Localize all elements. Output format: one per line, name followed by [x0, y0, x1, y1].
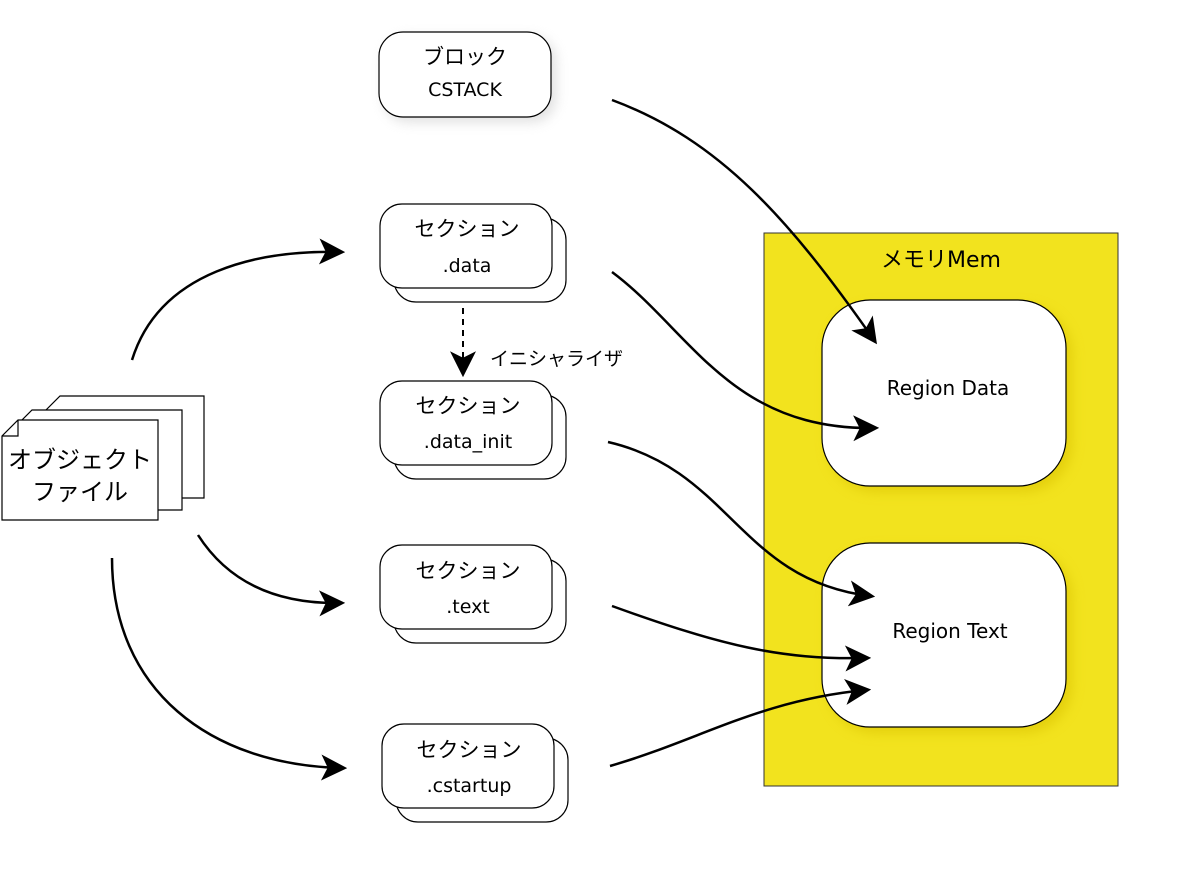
block-cstack: ブロック CSTACK: [378, 31, 556, 122]
section-text-title: セクション: [416, 559, 521, 583]
section-data-title: セクション: [415, 217, 520, 241]
section-cstartup-rect: [381, 723, 555, 809]
section-data-init-title: セクション: [416, 394, 521, 418]
arrow-cstack-to-region-data: [611, 98, 877, 345]
section-text-rect: [379, 544, 553, 630]
region-text-label: Region Text: [892, 619, 1007, 643]
region-data-label: Region Data: [887, 376, 1010, 400]
arrow-data-init-to-region-text: [607, 440, 876, 607]
region-text: Region Text: [821, 542, 1072, 733]
object-file-label-line1: オブジェクト: [8, 446, 152, 474]
arrow-objfile-to-text: [196, 534, 346, 617]
arrow-objfile-to-data: [130, 238, 346, 361]
block-cstack-rect: [378, 31, 552, 118]
region-text-rect: [821, 542, 1067, 728]
initializer-label: イニシャライザ: [490, 348, 623, 370]
object-file-label-line2: ファイル: [32, 478, 128, 506]
arrow-cstartup-to-region-text: [609, 679, 872, 768]
section-text-name: .text: [446, 596, 490, 618]
section-data-init-name: .data_init: [424, 431, 512, 453]
block-cstack-title: ブロック: [423, 45, 507, 69]
section-cstartup: セクション .cstartup: [381, 723, 569, 823]
region-data: Region Data: [821, 299, 1072, 492]
section-data: セクション .data: [379, 203, 567, 303]
object-file-icon: オブジェクト ファイル: [1, 395, 205, 521]
arrow-objfile-to-cstartup: [110, 557, 348, 781]
section-cstartup-title: セクション: [417, 738, 522, 762]
section-cstartup-name: .cstartup: [427, 775, 512, 797]
block-cstack-name: CSTACK: [428, 79, 502, 101]
section-data-init-rect: [379, 380, 553, 466]
memory-block: メモリMem Region Data Region Text: [763, 232, 1119, 787]
region-data-rect: [821, 299, 1067, 487]
section-data-name: .data: [443, 255, 492, 277]
memory-label: メモリMem: [881, 248, 1001, 273]
section-text: セクション .text: [379, 544, 567, 644]
section-data-rect: [379, 203, 553, 289]
section-data-init: セクション .data_init: [379, 380, 567, 480]
arrow-text-to-region-text: [611, 604, 872, 672]
arrow-data-to-region-data: [611, 270, 880, 442]
